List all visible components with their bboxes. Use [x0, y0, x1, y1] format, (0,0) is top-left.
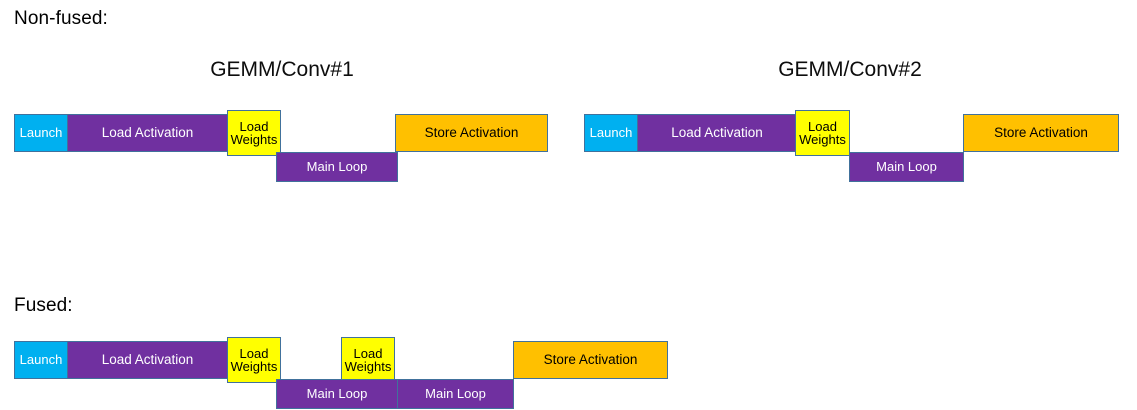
group-title-gemm-conv-1: GEMM/Conv#1: [210, 58, 354, 81]
bar-label: Store Activation: [543, 352, 638, 368]
bar-label: Main Loop: [306, 159, 368, 175]
bar-main-loop-conv1[interactable]: Main Loop: [276, 152, 398, 182]
bar-store-activation-conv1[interactable]: Store Activation: [395, 114, 548, 152]
bar-main-loop-fused-1[interactable]: Main Loop: [276, 379, 398, 409]
bar-label: Load Weights: [230, 345, 278, 374]
bar-label: Store Activation: [994, 125, 1088, 141]
bar-label: Launch: [589, 125, 633, 141]
bar-main-loop-conv2[interactable]: Main Loop: [849, 152, 964, 182]
bar-load-weights-conv1[interactable]: Load Weights: [227, 110, 281, 156]
bar-label: Main Loop: [876, 159, 937, 175]
bar-label: Store Activation: [424, 125, 519, 141]
bar-label: Main Loop: [425, 386, 486, 402]
section-label-non-fused: Non-fused:: [14, 8, 108, 29]
bar-label: Launch: [19, 125, 63, 141]
section-label-fused: Fused:: [14, 295, 73, 316]
bar-store-activation-conv2[interactable]: Store Activation: [963, 114, 1119, 152]
group-title-gemm-conv-2: GEMM/Conv#2: [778, 58, 922, 81]
bar-load-activation-conv1[interactable]: Load Activation: [67, 114, 228, 152]
bar-label: Load Activation: [101, 352, 194, 368]
bar-label: Load Weights: [799, 118, 846, 147]
bar-load-weights-fused-1[interactable]: Load Weights: [227, 337, 281, 383]
bar-label: Load Activation: [101, 125, 194, 141]
bar-label: Load Weights: [344, 345, 392, 374]
bar-store-activation-fused[interactable]: Store Activation: [513, 341, 668, 379]
bar-label: Load Weights: [230, 118, 278, 147]
bar-launch-conv1[interactable]: Launch: [14, 114, 68, 152]
bar-launch-fused[interactable]: Launch: [14, 341, 68, 379]
bar-load-activation-fused[interactable]: Load Activation: [67, 341, 228, 379]
bar-load-activation-conv2[interactable]: Load Activation: [637, 114, 797, 152]
bar-load-weights-conv2[interactable]: Load Weights: [795, 110, 850, 156]
bar-load-weights-fused-2[interactable]: Load Weights: [341, 337, 395, 383]
bar-label: Main Loop: [306, 386, 368, 402]
bar-main-loop-fused-2[interactable]: Main Loop: [397, 379, 514, 409]
bar-launch-conv2[interactable]: Launch: [584, 114, 638, 152]
bar-label: Launch: [19, 352, 63, 368]
bar-label: Load Activation: [671, 125, 763, 141]
